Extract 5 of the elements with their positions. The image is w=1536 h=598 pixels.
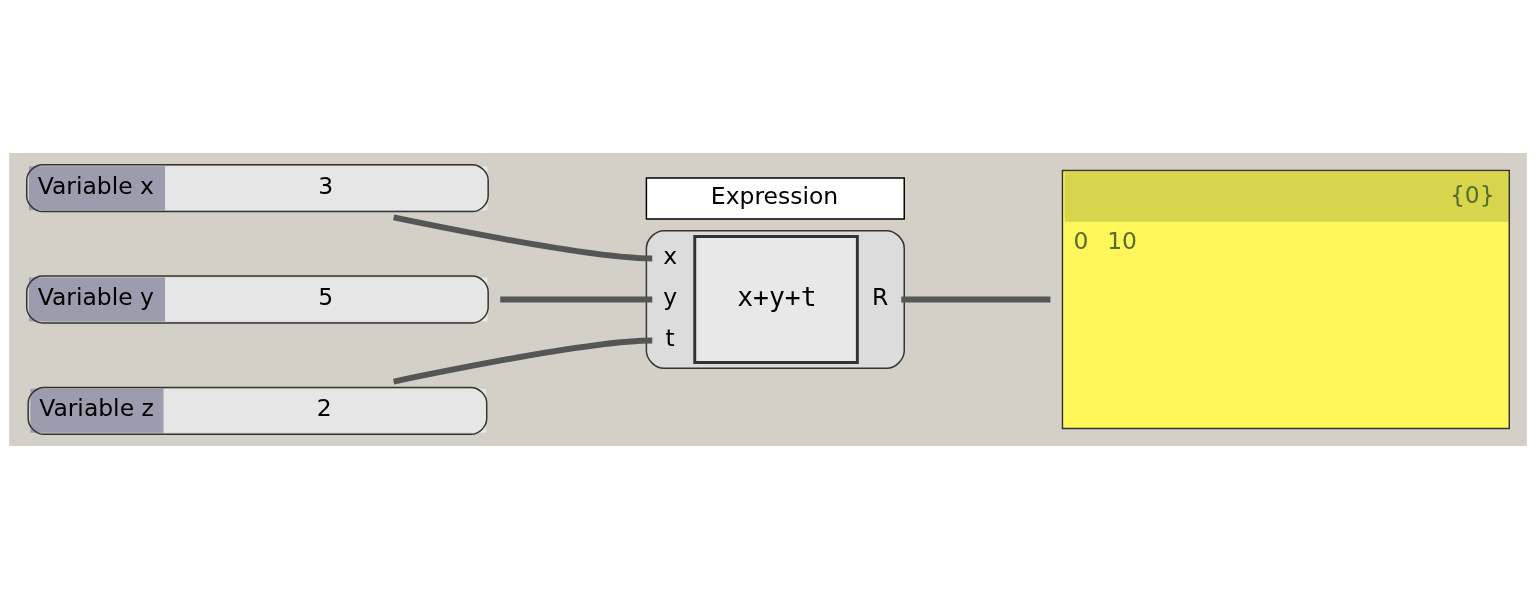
connector	[393, 214, 653, 261]
connector	[500, 296, 653, 302]
connector	[901, 296, 1051, 302]
connector	[393, 337, 653, 384]
node-label: Expression	[710, 181, 839, 210]
